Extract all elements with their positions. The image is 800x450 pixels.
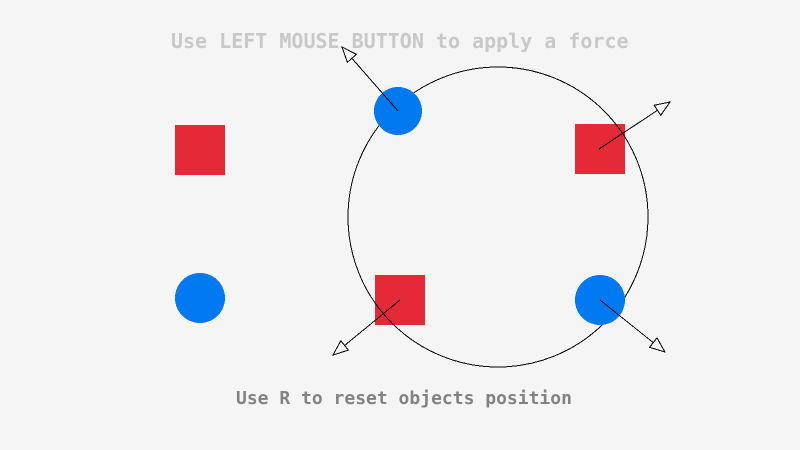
force-arrow-line [598,109,658,150]
red-square-top-left[interactable] [175,125,225,175]
force-arrow-head [331,339,350,356]
force-arrow-line [599,299,654,344]
instruction-reset: Use R to reset objects position [236,388,572,409]
force-arrow-head [648,337,667,353]
force-arrow-head [653,101,672,117]
force-arrow-line [351,57,399,112]
force-arrow-head [341,45,358,64]
instruction-apply-force: Use LEFT MOUSE BUTTON to apply a force [171,29,629,53]
force-arrow-line [344,299,401,346]
blue-circle-bottom-left[interactable] [175,273,225,323]
red-square-top-right[interactable] [575,124,625,174]
boundary-circle [347,66,649,368]
